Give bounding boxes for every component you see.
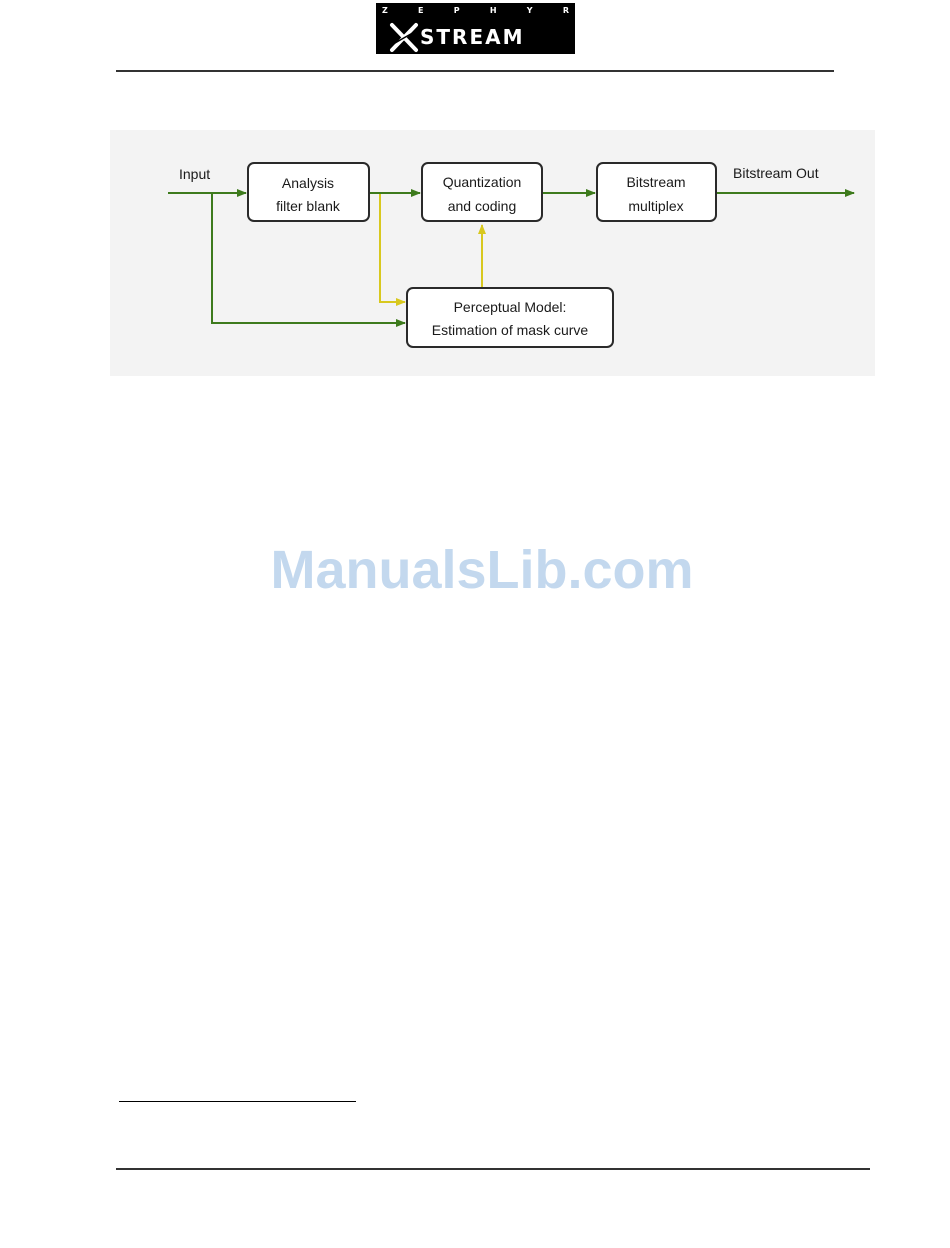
- header-divider: [116, 70, 834, 72]
- bitstream-block-line1: Bitstream: [626, 174, 685, 190]
- input-label: Input: [179, 166, 210, 182]
- output-label: Bitstream Out: [733, 165, 819, 181]
- encoder-block-diagram: Input Bitstream Out Analysis filter blan…: [110, 130, 875, 376]
- logo-brand-row: Z E P H Y R: [376, 3, 575, 18]
- zephyr-xstream-logo: Z E P H Y R STREAM: [376, 3, 575, 54]
- bitstream-block-line2: multiplex: [628, 198, 683, 214]
- diagram-canvas: Input Bitstream Out Analysis filter blan…: [110, 130, 875, 376]
- perceptual-block-line1: Perceptual Model:: [454, 299, 567, 315]
- analysis-block-line2: filter blank: [276, 198, 341, 214]
- logo-letter: R: [563, 3, 569, 18]
- perceptual-block-line2: Estimation of mask curve: [432, 322, 589, 338]
- perceptual-model-block: [407, 288, 613, 347]
- footer-divider: [116, 1168, 870, 1170]
- logo-letter: H: [490, 3, 497, 18]
- manualslib-watermark: ManualsLib.com: [0, 538, 950, 602]
- logo-product-row: STREAM: [376, 20, 575, 54]
- logo-letter: Z: [382, 3, 388, 18]
- logo-wordmark: STREAM: [420, 24, 525, 50]
- logo-letter: Y: [527, 3, 533, 18]
- quantization-block-line2: and coding: [448, 198, 517, 214]
- control-path-analysis-to-model: [380, 193, 405, 302]
- logo-letter: E: [418, 3, 423, 18]
- logo-letter: P: [454, 3, 460, 18]
- analysis-block-line1: Analysis: [282, 175, 334, 191]
- quantization-block-line1: Quantization: [443, 174, 522, 190]
- footnote-separator: [119, 1101, 356, 1102]
